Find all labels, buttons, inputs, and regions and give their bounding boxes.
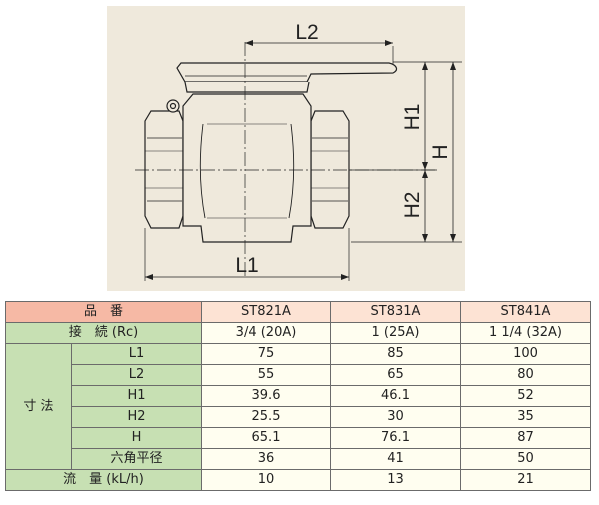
table-cell: 25.5 — [201, 406, 331, 428]
valve-body — [182, 93, 312, 243]
flow-value: 21 — [460, 469, 591, 491]
table-row: 六角平径 36 41 50 — [6, 448, 591, 470]
flow-value: 13 — [330, 469, 461, 491]
table-cell: 65 — [330, 364, 461, 386]
table-cell: 36 — [201, 448, 331, 470]
table-row: H2 25.5 30 35 — [6, 406, 591, 428]
table-cell: 52 — [460, 385, 591, 407]
table-cell: 100 — [460, 343, 591, 365]
table-row: 寸 法 L1 75 85 100 — [5, 343, 591, 470]
label-h: H — [429, 144, 452, 159]
valve-diagram: L2 L1 H1 H2 H — [135, 21, 462, 281]
left-hex-nut — [144, 110, 184, 229]
table-cell: 30 — [330, 406, 461, 428]
connection-value: 1 1/4 (32A) — [460, 322, 591, 344]
table-cell: 65.1 — [201, 427, 331, 449]
table-cell: 55 — [201, 364, 331, 386]
connection-label: 接 続 (Rc) — [5, 322, 202, 344]
table-row: H 65.1 76.1 87 — [6, 427, 591, 449]
row-label: L2 — [71, 364, 202, 386]
bonnet — [184, 81, 310, 93]
table-cell: 39.6 — [201, 385, 331, 407]
right-hex-nut — [310, 110, 350, 229]
table-cell: 76.1 — [330, 427, 461, 449]
table-row: H1 39.6 46.1 52 — [6, 385, 591, 407]
connection-value: 3/4 (20A) — [201, 322, 331, 344]
label-h2: H2 — [401, 192, 424, 219]
spec-table: 品 番 ST821A ST831A ST841A 接 続 (Rc) 3/4 (2… — [5, 301, 591, 491]
row-label: H — [71, 427, 202, 449]
table-cell: 85 — [330, 343, 461, 365]
model-name: ST821A — [201, 301, 331, 323]
model-name: ST841A — [460, 301, 591, 323]
connection-value: 1 (25A) — [330, 322, 461, 344]
valve-drawing: L2 L1 H1 H2 H — [107, 6, 465, 291]
table-row: 品 番 ST821A ST831A ST841A — [5, 301, 591, 323]
table-cell: 75 — [201, 343, 331, 365]
label-h1: H1 — [401, 104, 424, 131]
flow-label: 流 量 (kL/h) — [5, 469, 202, 491]
model-name: ST831A — [330, 301, 461, 323]
lever-handle — [176, 62, 398, 83]
table-cell: 80 — [460, 364, 591, 386]
dimensions-group-label: 寸 法 — [5, 343, 72, 470]
table-row: 接 続 (Rc) 3/4 (20A) 1 (25A) 1 1/4 (32A) — [5, 322, 591, 344]
table-row: L2 55 65 80 — [6, 364, 591, 386]
label-l1: L1 — [235, 254, 258, 277]
body-lug — [166, 99, 180, 113]
table-cell: 46.1 — [330, 385, 461, 407]
label-l2: L2 — [295, 21, 318, 44]
flow-value: 10 — [201, 469, 331, 491]
row-label: H1 — [71, 385, 202, 407]
row-label: H2 — [71, 406, 202, 428]
row-label: L1 — [71, 343, 202, 365]
table-row: 流 量 (kL/h) 10 13 21 — [5, 469, 591, 491]
table-cell: 50 — [460, 448, 591, 470]
header-label: 品 番 — [5, 301, 202, 323]
table-cell: 41 — [330, 448, 461, 470]
table-cell: 35 — [460, 406, 591, 428]
row-label: 六角平径 — [71, 448, 202, 470]
table-cell: 87 — [460, 427, 591, 449]
